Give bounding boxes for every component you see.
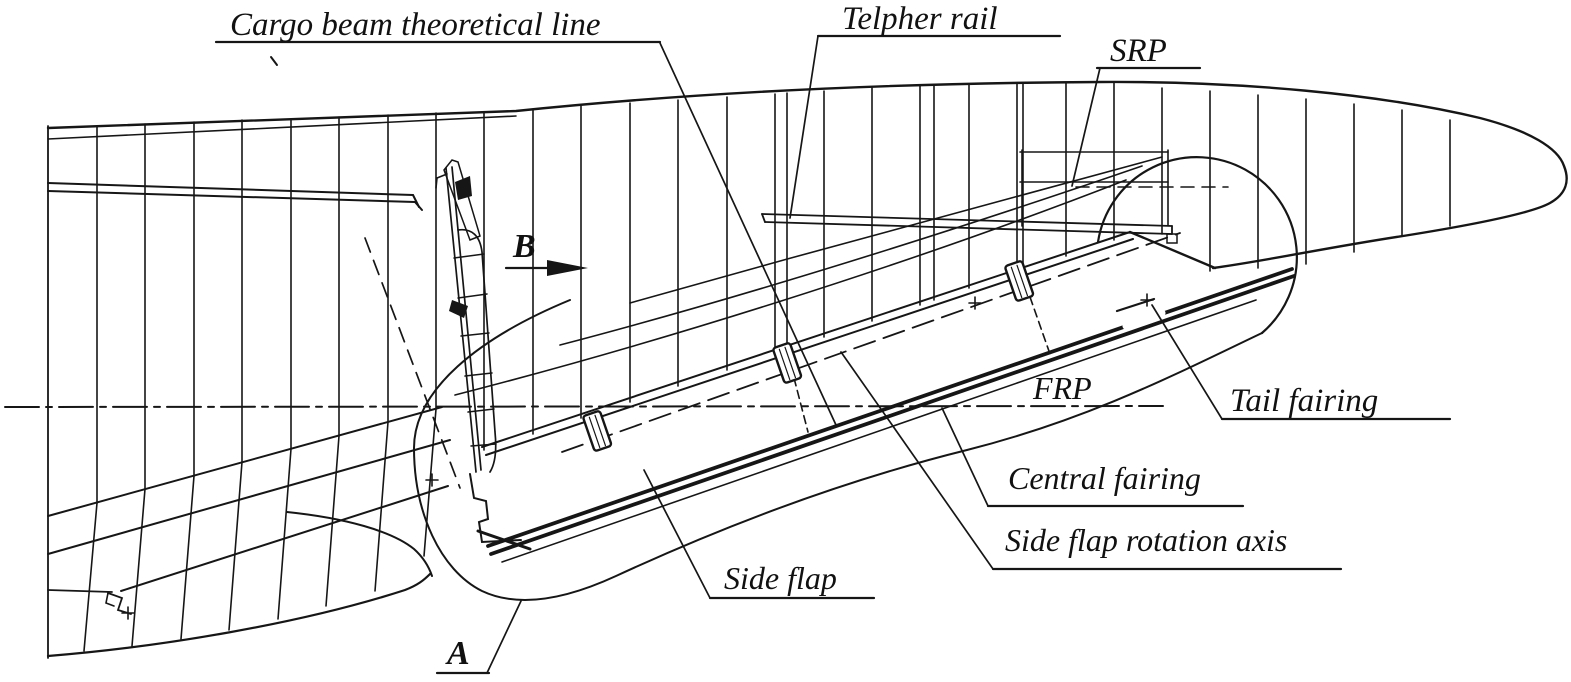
label-tail-fairing: Tail fairing (1230, 383, 1378, 419)
label-srp: SRP (1110, 33, 1167, 69)
label-cargo-beam-theoretical-line: Cargo beam theoretical line (230, 7, 601, 43)
side-flap-leader (643, 469, 711, 599)
door-bulkhead-structure (364, 159, 532, 551)
ramp-frame-segments (83, 408, 437, 652)
leader-lines (486, 35, 1223, 674)
fuselage-structure (4, 34, 1568, 675)
label-view-a: A (445, 635, 470, 672)
door-open-position-line (364, 237, 461, 489)
label-side-flap-rotation-axis: Side flap rotation axis (1005, 522, 1287, 558)
srp-leader (1071, 67, 1101, 187)
rotation-axis-line (561, 232, 1181, 453)
fairing-chin-curve (286, 511, 433, 577)
tail-fairing-leader (1151, 304, 1223, 420)
telpher-rail-structure (761, 213, 1178, 244)
opening-corner-edge (1128, 230, 1217, 270)
telpher-rail-leader (789, 35, 819, 219)
fuselage-top-inner-line (47, 115, 517, 140)
view-b-arrow-icon (504, 260, 588, 276)
rotation-axis-leader (840, 351, 994, 570)
tail-fairing-circle (1096, 156, 1298, 335)
fuselage-top-contour (46, 80, 1568, 270)
frp-centerline (4, 405, 1164, 408)
label-view-b: B (512, 228, 536, 265)
cargo-beam-sill (486, 267, 1296, 563)
label-underlines (214, 34, 1452, 675)
datum-marks (121, 293, 1154, 620)
srp-bay (1019, 149, 1229, 227)
flap-hinge-brackets (582, 260, 1035, 452)
latch-hook-detail (107, 592, 132, 615)
central-fairing-leader (941, 407, 989, 507)
fuselage-bottom-contour (46, 572, 432, 658)
cargo-beam-leader (659, 42, 837, 426)
ramp-floor-lines (47, 406, 451, 615)
label-frp: FRP (1032, 370, 1092, 406)
label-telpher-rail: Telpher rail (842, 1, 998, 37)
label-central-fairing: Central fairing (1008, 460, 1201, 496)
label-side-flap: Side flap (724, 560, 837, 596)
fairing-silhouette (412, 299, 1263, 601)
fairing-panel-joint (1115, 297, 1156, 313)
cargo-beam-rail (47, 182, 423, 211)
opening-upper-edge (481, 231, 1134, 456)
view-a-leader (486, 600, 522, 674)
